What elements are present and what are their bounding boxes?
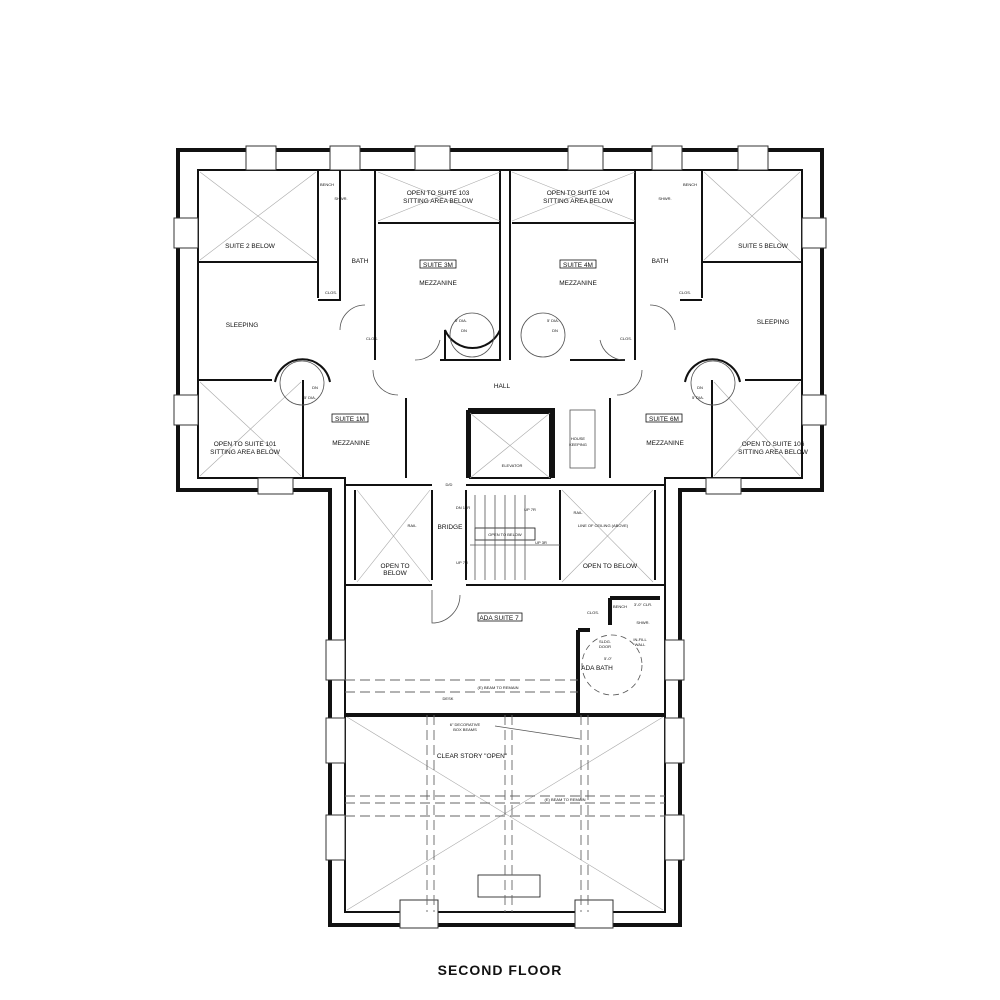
note-dia: 5' DIA. [547,318,559,323]
beams [345,679,665,912]
note-up3r: UP 3R [535,540,547,545]
note-clos: CLOS. [620,336,632,341]
label-stair-open-below: OPEN TO BELOW [488,532,522,537]
label-hall: HALL [494,383,511,390]
note-clos: CLOS. [325,290,337,295]
note-infill: IN-FILL [633,637,647,642]
label-open103-sub: SITTING AREA BELOW [403,198,474,205]
spiral-stairs [274,312,741,406]
label-open101: OPEN TO SUITE 101 [214,441,277,448]
label-open104-sub: SITTING AREA BELOW [543,198,614,205]
note-dn: DN [697,385,703,390]
open-area-marks [199,171,801,911]
note-bench: BENCH [613,604,627,609]
note-shwr: SHWR. [334,196,347,201]
label-open101-sub: SITTING AREA BELOW [210,449,281,456]
note-dd: D/D [446,482,453,487]
note-rail: RAIL [574,510,584,515]
label-ada-bath: ADA BATH [581,665,613,672]
label-open-below-left: OPEN TO [380,563,409,570]
note-rail: RAIL [408,523,418,528]
note-shwr: SHWR. [636,620,649,625]
note-box-beams-sub: BOX BEAMS [453,727,477,732]
note-dn18r: DN 18R [456,505,470,510]
label-mezz-1m: MEZZANINE [332,440,370,447]
note-beam: (E) BEAM TO REMAIN [478,685,519,690]
note-dia: 5' DIA. [455,318,467,323]
note-clos: CLOS. [587,610,599,615]
label-bath-right: BATH [652,258,669,265]
note-bench: BENCH [320,182,334,187]
label-open104: OPEN TO SUITE 104 [547,190,610,197]
doors [339,304,676,696]
note-clos: CLOS. [679,290,691,295]
label-suite3m: SUITE 3M [423,262,453,269]
label-mezz-3m: MEZZANINE [419,280,457,287]
note-clr: 3'-0" CLR. [634,602,652,607]
label-open106: OPEN TO SUITE 106 [742,441,805,448]
label-elevator: ELEVATOR [502,463,523,468]
note-desk: DESK [443,696,454,701]
note-bench: BENCH [683,182,697,187]
note-dn: DN [461,328,467,333]
note-clos: CLOS. [366,336,378,341]
note-turning: 5'-0" [604,656,613,661]
annotations: SHWR. SHWR. BENCH BENCH CLOS. CLOS. CLOS… [304,182,704,802]
exterior-walls [173,145,827,929]
label-clear-story: CLEAR STORY "OPEN" [437,753,508,760]
label-open106-sub: SITTING AREA BELOW [738,449,809,456]
label-mezz-4m: MEZZANINE [559,280,597,287]
note-up7r: UP 7R [456,560,468,565]
note-shwr: SHWR. [658,196,671,201]
label-suite1m: SUITE 1M [335,416,365,423]
label-housekeeping: HOUSE [571,436,586,441]
label-bath-left: BATH [352,258,369,265]
room-labels: SUITE 2 BELOW SUITE 5 BELOW OPEN TO SUIT… [210,190,809,760]
label-open-below-right: OPEN TO BELOW [583,563,638,570]
note-box-beams: 6" DECORATIVE [450,722,481,727]
label-suite2-below: SUITE 2 BELOW [225,243,276,250]
note-dia: 5' DIA. [304,395,316,400]
note-dn: DN [552,328,558,333]
label-housekeeping-sub: KEEPING [569,442,587,447]
label-sleeping-left: SLEEPING [226,322,259,329]
label-ada-suite: ADA SUITE 7 [479,615,519,622]
label-mezz-6m: MEZZANINE [646,440,684,447]
note-infill-sub: WALL [635,642,647,647]
plan-title: SECOND FLOOR [438,962,563,978]
note-dia: 5' DIA. [692,395,704,400]
note-up7r: UP 7R [524,507,536,512]
label-open-below-left-sub: BELOW [383,570,407,577]
label-suite6m: SUITE 6M [649,416,679,423]
label-bridge: BRIDGE [438,524,464,531]
note-beam: (E) BEAM TO REMAIN [545,797,586,802]
note-sldg-door: SLDG. [599,639,611,644]
note-sldg-door-sub: DOOR [599,644,611,649]
label-open103: OPEN TO SUITE 103 [407,190,470,197]
label-suite5-below: SUITE 5 BELOW [738,243,789,250]
label-sleeping-right: SLEEPING [757,319,790,326]
note-line-ceiling: LINE OF CEILING (ABOVE) [578,523,629,528]
note-dn: DN [312,385,318,390]
label-suite4m: SUITE 4M [563,262,593,269]
